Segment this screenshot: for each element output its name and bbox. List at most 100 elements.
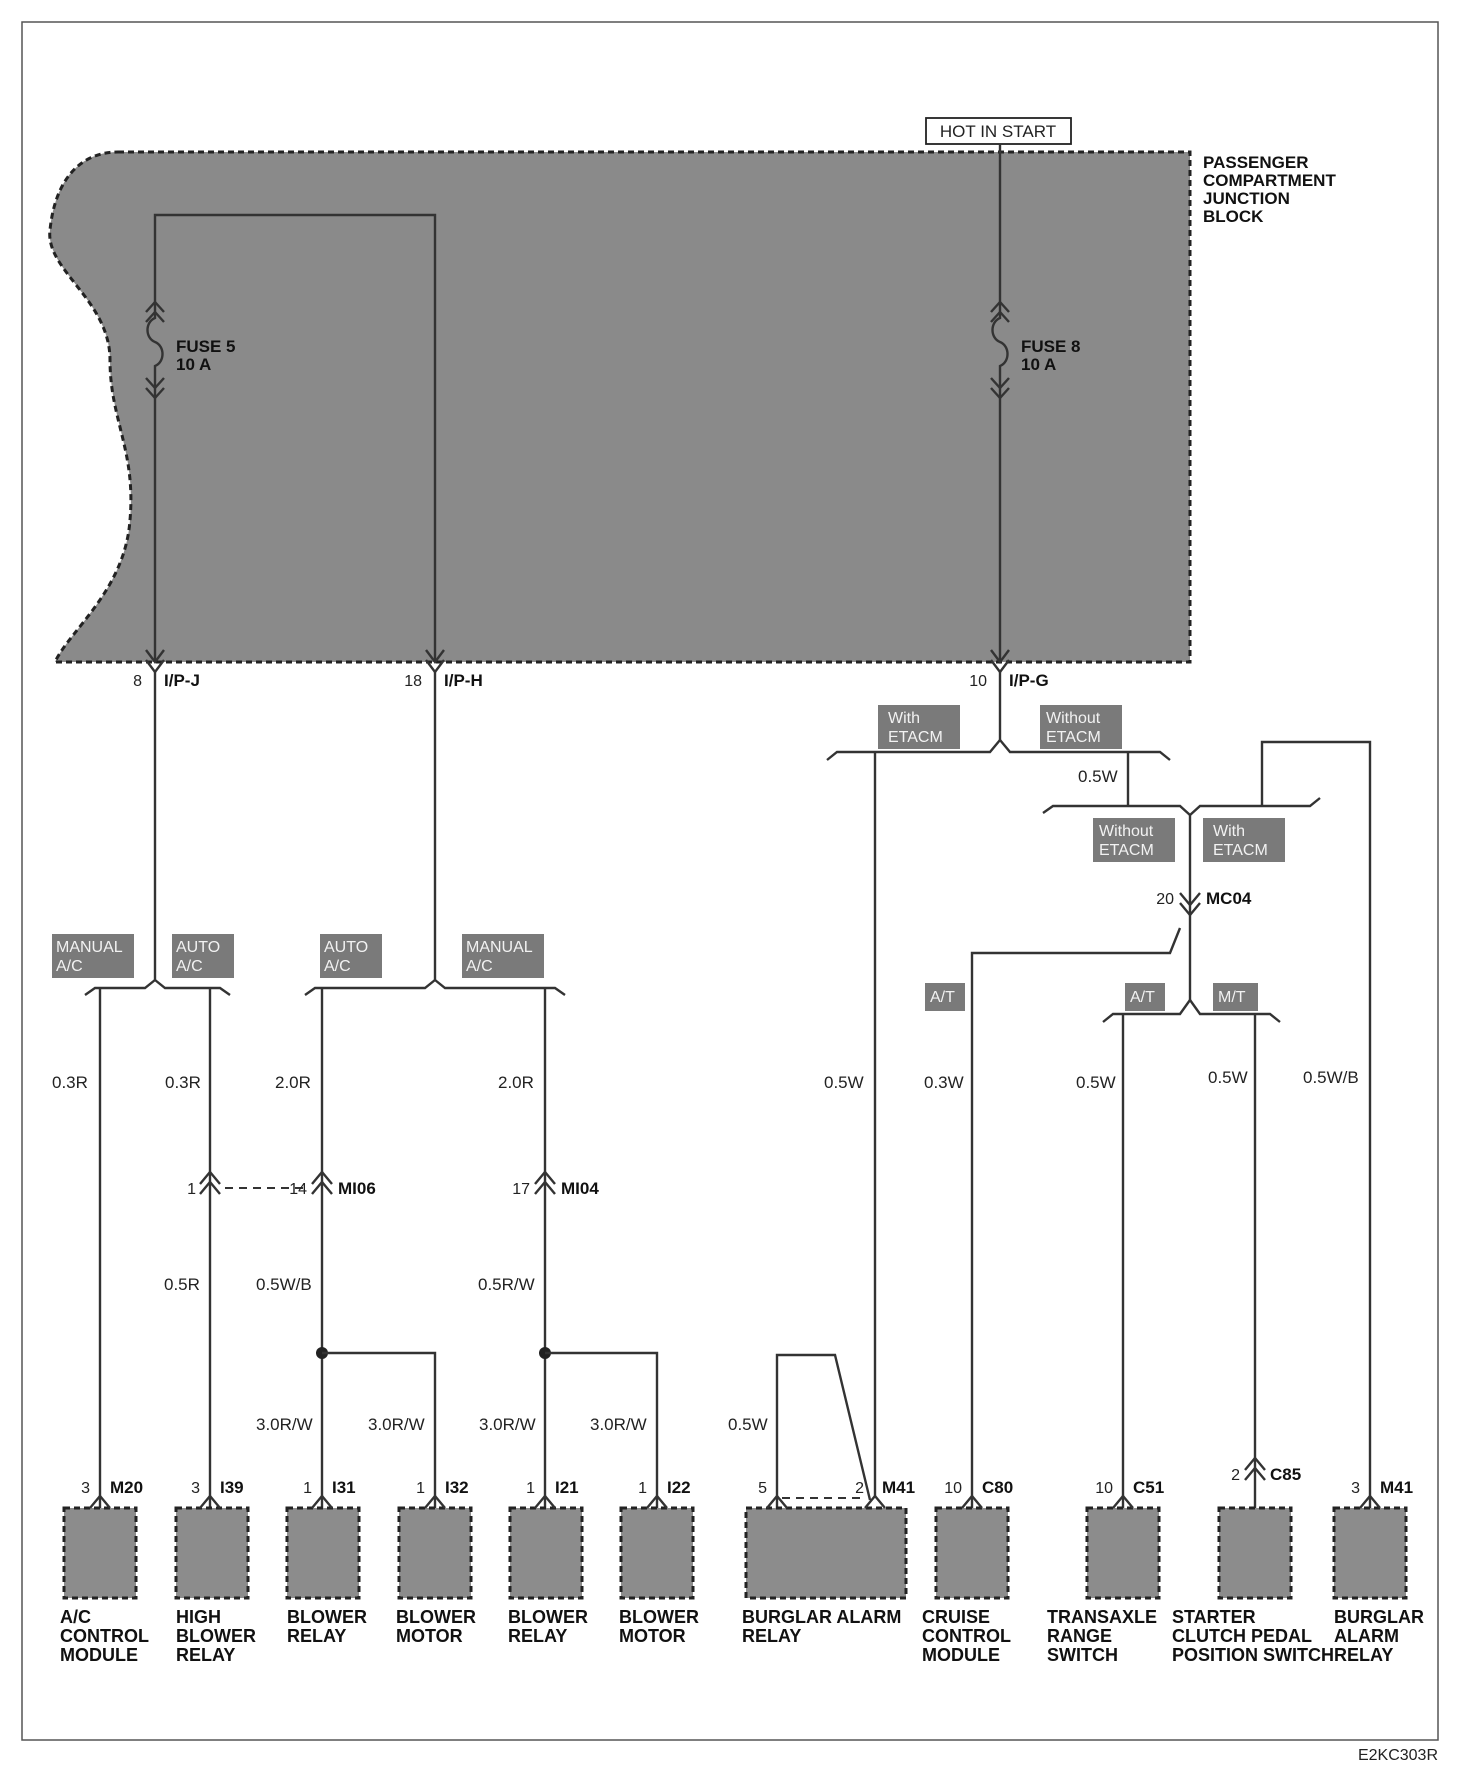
tag-at-1-text: A/T	[930, 989, 955, 1006]
component-blower-motor-2: 1 I22 BLOWER MOTOR	[619, 1478, 699, 1646]
connector-mi06-symbol	[311, 1170, 333, 1195]
component-connector: C51	[1133, 1478, 1164, 1497]
component-label: STARTER	[1172, 1607, 1256, 1627]
tag-without-etacm-2-line2: ETACM	[1099, 842, 1154, 859]
tag-without-etacm-1-line1: Without	[1046, 710, 1101, 727]
wire-label: 0.5W	[824, 1073, 864, 1092]
connector-mc04-symbol	[1179, 892, 1201, 917]
component-pin: 1	[526, 1480, 535, 1497]
ipj-name: I/P-J	[164, 671, 200, 690]
tag-with-etacm-1-line1: With	[888, 710, 920, 727]
connector-i39-inline	[199, 1170, 221, 1195]
mc04-name: MC04	[1206, 889, 1252, 908]
component-label: MODULE	[922, 1645, 1000, 1665]
tag-with-etacm-1-line2: ETACM	[888, 729, 943, 746]
wire-label: 0.5W/B	[1303, 1068, 1359, 1087]
component-label: RELAY	[742, 1626, 801, 1646]
wire-label: 3.0R/W	[368, 1415, 425, 1434]
tag-manual-ac-1-line1: MANUAL	[56, 939, 123, 956]
wire-label: 3.0R/W	[479, 1415, 536, 1434]
tag-mt-text: M/T	[1218, 989, 1246, 1006]
wire-label: 0.3W	[924, 1073, 964, 1092]
wire-label: 0.5W	[1076, 1073, 1116, 1092]
ipg-split-bar	[826, 738, 1171, 761]
branch-c80	[970, 927, 1182, 1508]
component-connector: M20	[110, 1478, 143, 1497]
tag-auto-ac-2-line1: AUTO	[324, 939, 368, 956]
svg-text:BLOCK: BLOCK	[1203, 207, 1264, 226]
component-label: RELAY	[508, 1626, 567, 1646]
component-label: CLUTCH PEDAL	[1172, 1626, 1312, 1646]
component-pin-left: 5	[758, 1480, 767, 1497]
tag-manual-ac-2	[462, 934, 544, 978]
tag-at-1	[925, 983, 965, 1011]
component-label: CONTROL	[60, 1626, 149, 1646]
wire-label: 0.3R	[52, 1073, 88, 1092]
component-label: BLOWER	[176, 1626, 256, 1646]
wire-label: 0.5R	[164, 1275, 200, 1294]
tag-at-2-text: A/T	[1130, 989, 1155, 1006]
fuse5-loop	[153, 213, 437, 662]
tag-with-etacm-2-line1: With	[1213, 823, 1245, 840]
component-starter-clutch-pedal-position-switch: STARTER CLUTCH PEDAL POSITION SWITCH	[1172, 1506, 1334, 1665]
component-label: CONTROL	[922, 1626, 1011, 1646]
tag-with-etacm-2-line2: ETACM	[1213, 842, 1268, 859]
component-blower-relay-1: 1 I31 BLOWER RELAY	[285, 1478, 367, 1646]
fuse8-name: FUSE 8	[1021, 337, 1081, 356]
component-label: RELAY	[1334, 1645, 1393, 1665]
component-pin: 3	[1351, 1480, 1360, 1497]
component-pin: 1	[303, 1480, 312, 1497]
tag-with-etacm-1	[878, 705, 960, 749]
branch-i32	[322, 1351, 437, 1508]
wire-label: 3.0R/W	[590, 1415, 647, 1434]
component-pin: 10	[944, 1480, 962, 1497]
component-pin: 3	[191, 1480, 200, 1497]
component-transaxle-range-switch: 10 C51 TRANSAXLE RANGE SWITCH	[1047, 1478, 1164, 1665]
component-connector: C80	[982, 1478, 1013, 1497]
tag-at-2	[1125, 983, 1165, 1011]
mi04-pin: 17	[512, 1181, 530, 1198]
svg-text:COMPARTMENT: COMPARTMENT	[1203, 171, 1336, 190]
component-pin: 1	[416, 1480, 425, 1497]
component-label: BLOWER	[287, 1607, 367, 1627]
component-pin: 2	[855, 1480, 864, 1497]
connector-mi04-symbol	[534, 1170, 556, 1195]
component-label: MOTOR	[396, 1626, 463, 1646]
branch-m41-right	[1260, 740, 1372, 1508]
component-connector: I31	[332, 1478, 356, 1497]
wire-label: 0.5R/W	[478, 1275, 535, 1294]
svg-text:JUNCTION: JUNCTION	[1203, 189, 1290, 208]
c85-pin: 2	[1231, 1467, 1240, 1484]
ipg-pin: 10	[969, 673, 987, 690]
component-label: TRANSAXLE	[1047, 1607, 1157, 1627]
component-burglar-alarm-relay-1: 5 2 M41 BURGLAR ALARM RELAY	[742, 1478, 915, 1646]
hot-in-start-label: HOT IN START	[940, 122, 1056, 141]
component-label: RANGE	[1047, 1626, 1112, 1646]
component-connector: I32	[445, 1478, 469, 1497]
component-label: BLOWER	[396, 1607, 476, 1627]
component-label: MOTOR	[619, 1626, 686, 1646]
tag-manual-ac-2-line2: A/C	[466, 958, 493, 975]
mc04-pin: 20	[1156, 891, 1174, 908]
component-connector: M41	[882, 1478, 915, 1497]
component-pin: 10	[1095, 1480, 1113, 1497]
fuse5-symbol	[145, 300, 165, 400]
ipg-name: I/P-G	[1009, 671, 1049, 690]
component-label: MODULE	[60, 1645, 138, 1665]
mi06-pin: 14	[289, 1181, 307, 1198]
figure-code: E2KC303R	[1358, 1747, 1438, 1764]
mi06-pin-left: 1	[187, 1181, 196, 1198]
at-mt-split-bar	[1102, 997, 1281, 1023]
component-blower-relay-2: 1 I21 BLOWER RELAY	[508, 1478, 588, 1646]
component-connector: M41	[1380, 1478, 1413, 1497]
component-label: ALARM	[1334, 1626, 1399, 1646]
component-pin: 3	[81, 1480, 90, 1497]
tag-auto-ac-1	[172, 934, 234, 978]
component-connector: I21	[555, 1478, 579, 1497]
component-label: CRUISE	[922, 1607, 990, 1627]
tag-without-etacm-2	[1093, 818, 1175, 862]
component-label: BURGLAR ALARM	[742, 1607, 901, 1627]
component-label: RELAY	[176, 1645, 235, 1665]
component-connector: I39	[220, 1478, 244, 1497]
